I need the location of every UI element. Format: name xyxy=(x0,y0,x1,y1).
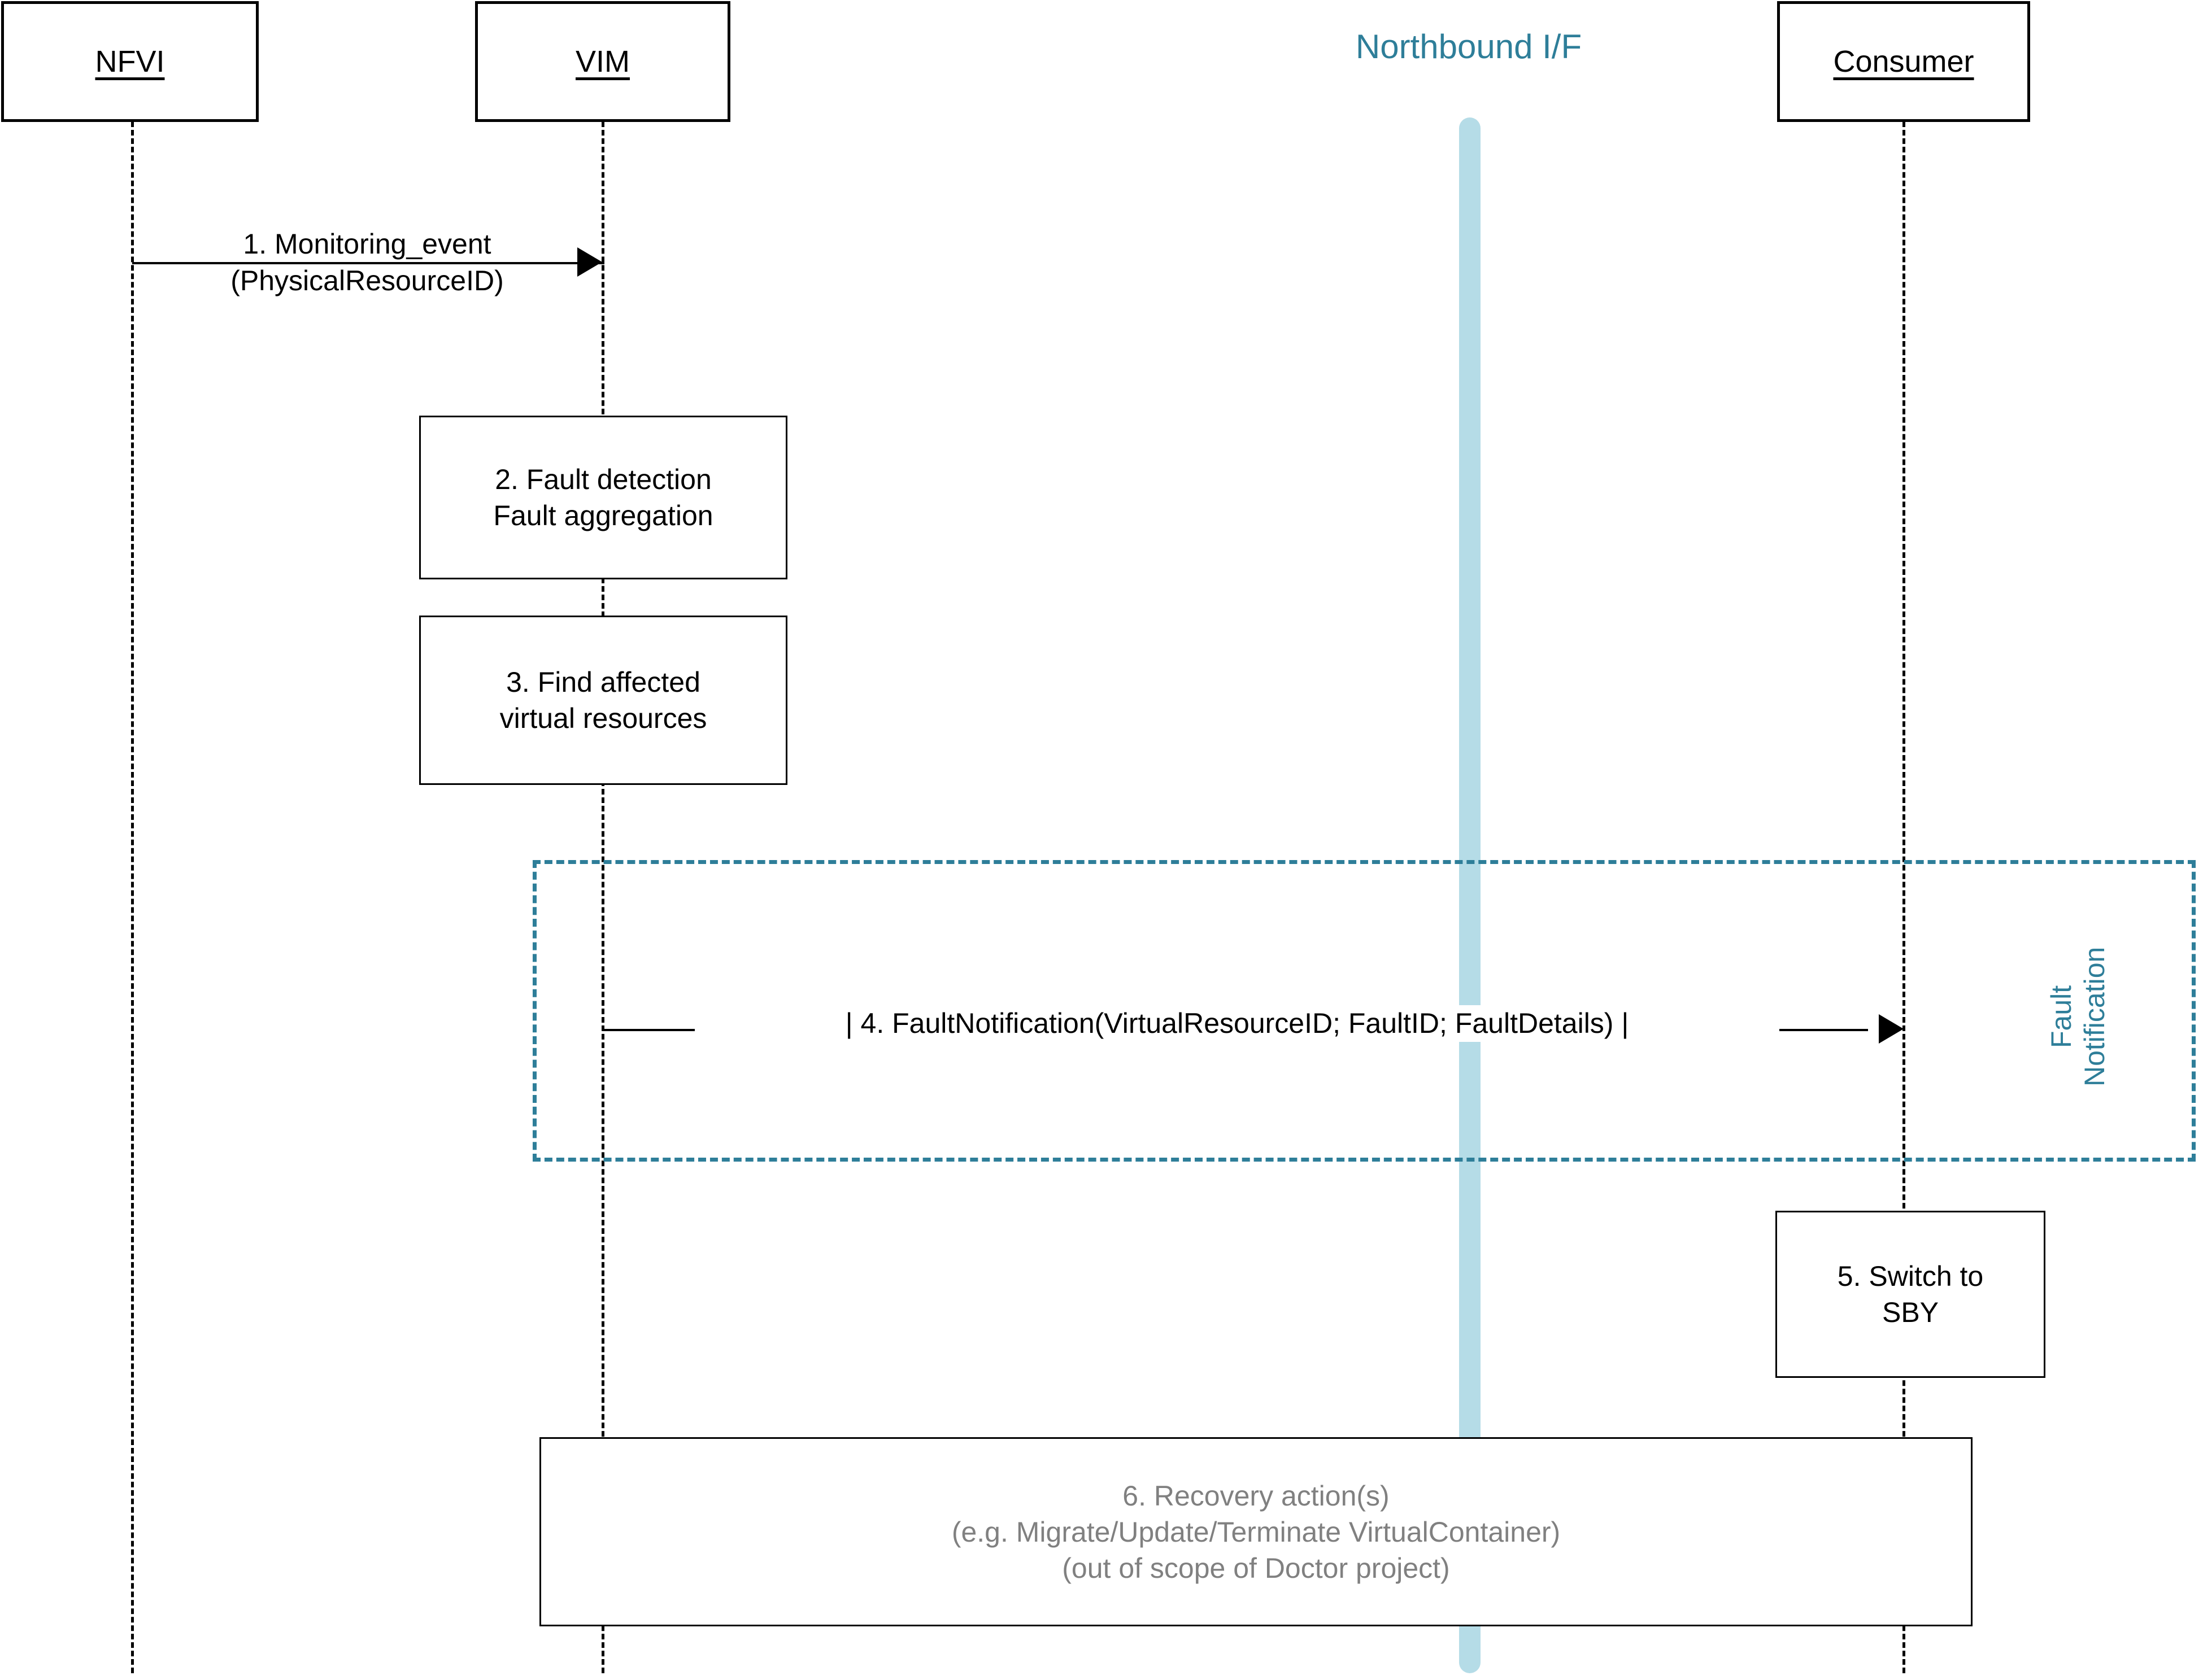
fragment-fault-notification-label: Fault Notification xyxy=(2045,904,2111,1129)
lifeline-vim xyxy=(602,121,604,1673)
activity-box-recovery-actions-line3: (out of scope of Doctor project) xyxy=(1062,1552,1450,1584)
message-1-label: 1. Monitoring_event (PhysicalResourceID) xyxy=(186,226,548,299)
message-4-label: | 4. FaultNotification(VirtualResourceID… xyxy=(695,1005,1779,1042)
activity-box-recovery-actions-line1: 6. Recovery action(s) xyxy=(1122,1480,1390,1512)
lifeline-header-vim[interactable]: VIM xyxy=(475,1,730,122)
message-4-arrowhead xyxy=(1879,1014,1904,1044)
activity-box-fault-detection-line2: Fault aggregation xyxy=(493,500,713,531)
activity-box-switch-to-sby[interactable]: 5. Switch to SBY xyxy=(1775,1211,2045,1378)
activity-box-find-affected-resources-line1: 3. Find affected xyxy=(506,666,700,698)
activity-box-recovery-actions-line2: (e.g. Migrate/Update/Terminate VirtualCo… xyxy=(951,1516,1561,1548)
lifeline-label-nfvi: NFVI xyxy=(95,45,165,78)
activity-box-switch-to-sby-line2: SBY xyxy=(1882,1297,1939,1328)
activity-box-find-affected-resources-line2: virtual resources xyxy=(499,702,707,734)
activity-box-fault-detection-line1: 2. Fault detection xyxy=(495,464,712,495)
fragment-label-line2: Notification xyxy=(2079,946,2110,1086)
message-1-line xyxy=(132,262,604,264)
lifeline-header-nfvi[interactable]: NFVI xyxy=(1,1,259,122)
fragment-fault-notification xyxy=(533,860,2196,1162)
lifeline-header-consumer[interactable]: Consumer xyxy=(1777,1,2030,122)
activity-box-switch-to-sby-line1: 5. Switch to xyxy=(1837,1260,1984,1292)
activity-box-recovery-actions[interactable]: 6. Recovery action(s) (e.g. Migrate/Upda… xyxy=(539,1437,1973,1626)
activity-box-find-affected-resources[interactable]: 3. Find affected virtual resources xyxy=(419,616,787,785)
lifeline-label-vim: VIM xyxy=(575,45,630,78)
fragment-label-line1: Fault xyxy=(2045,985,2077,1048)
northbound-interface-title: Northbound I/F xyxy=(1355,28,1582,66)
message-1-arrowhead xyxy=(577,247,602,277)
message-1-label-line1: 1. Monitoring_event xyxy=(243,228,491,260)
activity-box-fault-detection[interactable]: 2. Fault detection Fault aggregation xyxy=(419,416,787,579)
northbound-interface-bar xyxy=(1459,117,1481,1673)
lifeline-nfvi xyxy=(131,121,134,1673)
lifeline-label-consumer: Consumer xyxy=(1833,45,1974,78)
lifeline-consumer xyxy=(1902,121,1905,1673)
message-1-label-line2: (PhysicalResourceID) xyxy=(230,265,504,296)
